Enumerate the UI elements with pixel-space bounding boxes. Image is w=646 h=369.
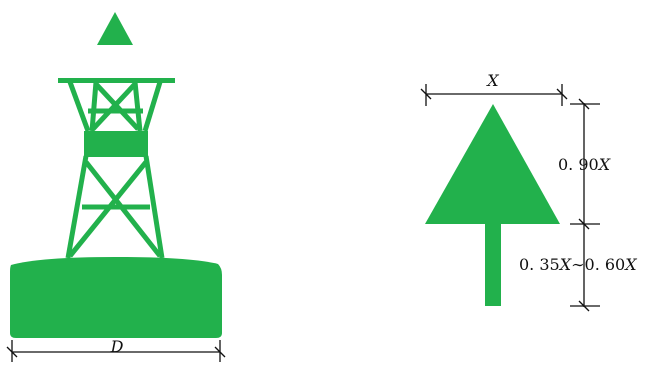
stem-length-label: 0. 35X∼0. 60X bbox=[519, 255, 637, 274]
topmark-stem bbox=[485, 224, 501, 306]
topmark-triangle bbox=[425, 104, 560, 224]
dimension-d-label: D bbox=[110, 337, 124, 356]
tower-lower-frame bbox=[65, 155, 165, 259]
topmark-detail-figure: X 0. 90X 0. 35X∼0. 60X bbox=[420, 71, 637, 312]
dimension-x bbox=[420, 84, 568, 106]
dimension-x-label: X bbox=[485, 71, 499, 90]
tower-upper-frame bbox=[67, 81, 163, 132]
tower-top-bar bbox=[58, 78, 175, 83]
tower-band bbox=[84, 131, 148, 157]
triangle-height-label: 0. 90X bbox=[558, 155, 611, 174]
buoy-topmark-triangle bbox=[97, 12, 133, 45]
dimension-d bbox=[6, 340, 226, 362]
dimension-vertical bbox=[570, 98, 600, 312]
buoy-figure: D bbox=[6, 12, 226, 362]
buoy-body bbox=[10, 257, 222, 338]
